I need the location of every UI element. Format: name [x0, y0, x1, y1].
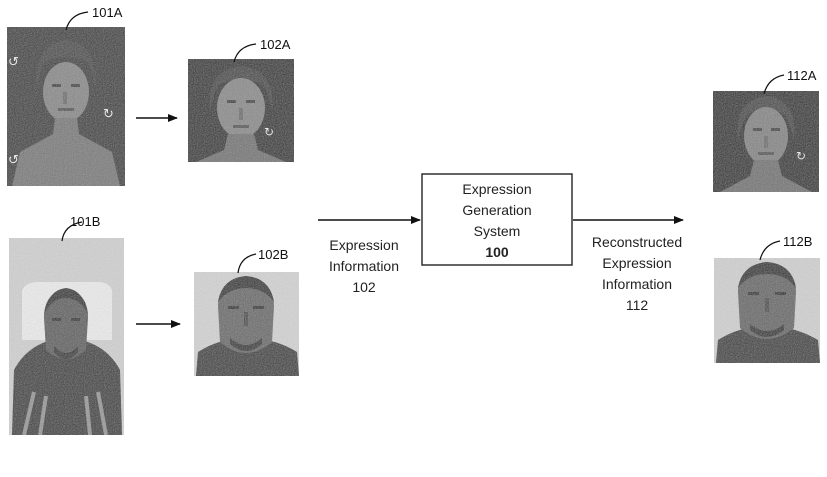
label-102b: 102B [258, 247, 288, 262]
svg-text:↻: ↻ [103, 107, 114, 122]
face-image-101a: ↺ ↻ ↺ [7, 27, 125, 186]
recon-info-line1: Reconstructed [592, 234, 682, 250]
leader-112b [759, 240, 781, 261]
face-image-101b [9, 238, 124, 436]
svg-text:↻: ↻ [264, 125, 274, 139]
label-101b: 101B [70, 214, 100, 229]
expr-info-line2: Information [329, 258, 399, 274]
leader-112a [763, 74, 785, 95]
label-112a: 112A [787, 68, 817, 83]
leader-102b [237, 253, 257, 274]
system-line2: Generation [462, 202, 531, 218]
expression-generation-system-box [421, 173, 573, 266]
label-112b: 112B [783, 234, 812, 249]
label-101a: 101A [92, 5, 123, 20]
leader-101a [65, 11, 89, 31]
system-line3: System [474, 223, 521, 239]
face-image-112b [714, 258, 820, 363]
svg-text:↺: ↺ [8, 153, 19, 168]
leader-101b [61, 221, 83, 242]
svg-text:↺: ↺ [8, 55, 19, 70]
face-image-112a: ↻ [713, 91, 819, 192]
expr-info-line3: 102 [352, 279, 376, 295]
recon-info-line4: 112 [626, 297, 649, 313]
label-102a: 102A [260, 37, 291, 52]
face-image-102a: ↻ [188, 59, 294, 162]
face-image-102b [194, 272, 299, 376]
system-number: 100 [485, 244, 509, 260]
expr-info-line1: Expression [329, 237, 398, 253]
recon-info-line2: Expression [602, 255, 671, 271]
system-line1: Expression [462, 181, 531, 197]
leader-102a [233, 43, 257, 63]
recon-info-line3: Information [602, 276, 672, 292]
svg-text:↻: ↻ [796, 149, 806, 163]
